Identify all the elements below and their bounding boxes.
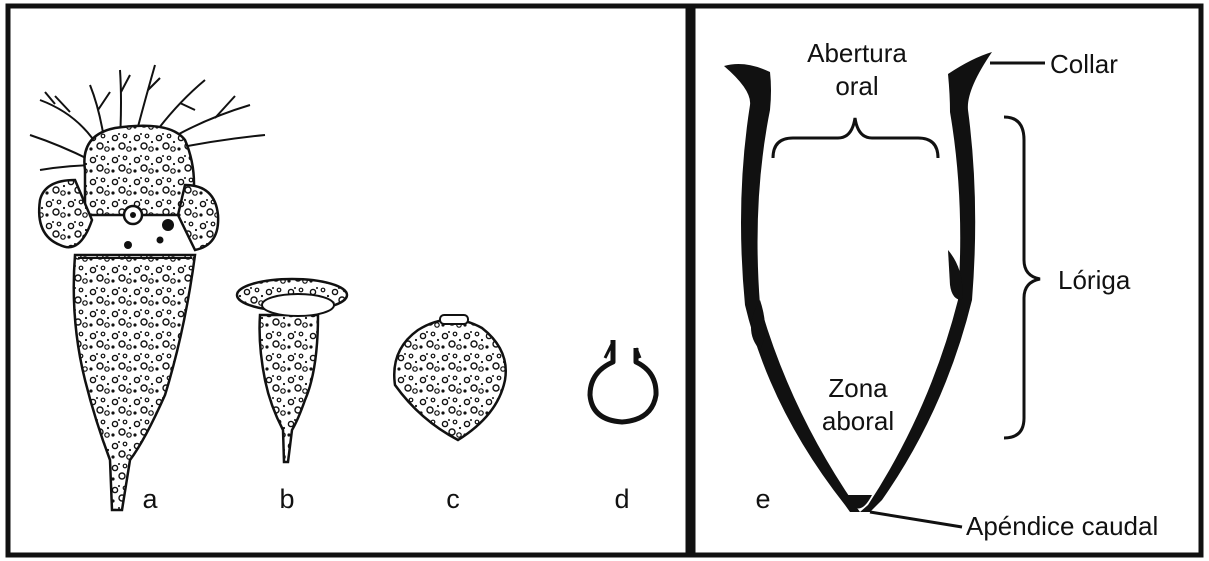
label-zona-line1: Zona xyxy=(828,373,888,403)
oral-opening-brace xyxy=(773,118,938,158)
panel-label-b: b xyxy=(279,484,294,514)
label-collar: Collar xyxy=(1050,49,1118,79)
organism-c xyxy=(394,315,506,440)
panel-label-a: a xyxy=(142,484,158,514)
panel-label-d: d xyxy=(614,484,629,514)
apendice-pointer xyxy=(870,512,962,527)
organism-a xyxy=(30,65,265,510)
label-abertura-line1: Abertura xyxy=(807,38,907,68)
panel-label-c: c xyxy=(446,484,460,514)
label-abertura-line2: oral xyxy=(835,71,878,101)
organism-b xyxy=(237,279,347,462)
lorica-brace xyxy=(1004,117,1040,438)
label-zona-line2: aboral xyxy=(822,406,894,436)
label-loriga: Lóriga xyxy=(1058,265,1131,295)
organism-d xyxy=(590,340,656,422)
label-apendice: Apéndice caudal xyxy=(966,511,1158,541)
lorica-diagram xyxy=(724,52,992,512)
panel-label-e: e xyxy=(755,484,770,514)
